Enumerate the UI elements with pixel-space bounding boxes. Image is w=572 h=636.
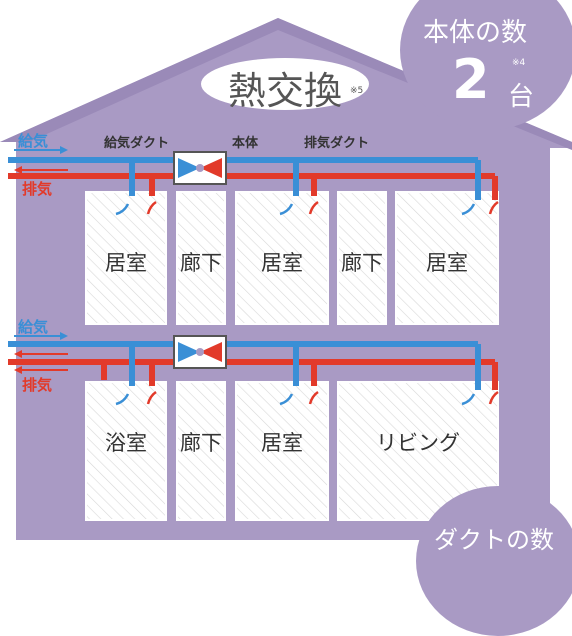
room-label: 居室 bbox=[261, 431, 303, 455]
room-label: 廊下 bbox=[341, 251, 383, 275]
room-label: 廊下 bbox=[180, 251, 222, 275]
ducts-count-badge bbox=[416, 486, 572, 636]
room-label: 居室 bbox=[426, 251, 468, 275]
vent-arrows bbox=[115, 200, 499, 406]
lower-exhaust-label: 排気 bbox=[22, 376, 53, 394]
supply-duct-legend: 給気ダクト bbox=[104, 136, 170, 151]
room-label: 居室 bbox=[105, 251, 147, 275]
lower-floor-rooms bbox=[85, 381, 499, 521]
upper-floor-rooms bbox=[85, 191, 499, 325]
units-badge-unit: 台 bbox=[508, 82, 535, 112]
upper-supply-label: 給気 bbox=[18, 132, 49, 150]
lower-supply-label: 給気 bbox=[18, 318, 49, 336]
room-box-lower-3 bbox=[235, 381, 329, 521]
room-box-upper-4 bbox=[337, 191, 387, 325]
unit-legend: 本体 bbox=[232, 136, 259, 151]
upper-ducts bbox=[8, 151, 498, 200]
room-box-upper-2 bbox=[176, 191, 226, 325]
units-badge-note: ※4 bbox=[512, 58, 526, 68]
outside-flow-arrows bbox=[14, 146, 68, 374]
exhaust-duct-legend: 排気ダクト bbox=[304, 136, 370, 151]
units-count-badge bbox=[400, 0, 572, 130]
house-ventilation-diagram bbox=[0, 18, 572, 540]
room-box-upper-5 bbox=[395, 191, 499, 325]
lower-ducts bbox=[8, 335, 498, 390]
ducts-badge-title: ダクトの数 bbox=[434, 526, 554, 554]
title-badge bbox=[201, 58, 369, 110]
room-label: 廊下 bbox=[180, 431, 222, 455]
room-box-lower-1 bbox=[85, 381, 167, 521]
title-note: ※5 bbox=[350, 86, 364, 96]
room-label: リビング bbox=[376, 431, 460, 455]
room-label: 居室 bbox=[261, 251, 303, 275]
units-badge-title: 本体の数 bbox=[423, 18, 528, 48]
room-box-upper-1 bbox=[85, 191, 167, 325]
room-label: 浴室 bbox=[105, 431, 147, 455]
units-badge-number: 2 bbox=[452, 48, 490, 111]
room-box-lower-2 bbox=[176, 381, 226, 521]
diagram-title: 熱交換 bbox=[228, 69, 343, 113]
upper-exhaust-label: 排気 bbox=[22, 180, 53, 198]
